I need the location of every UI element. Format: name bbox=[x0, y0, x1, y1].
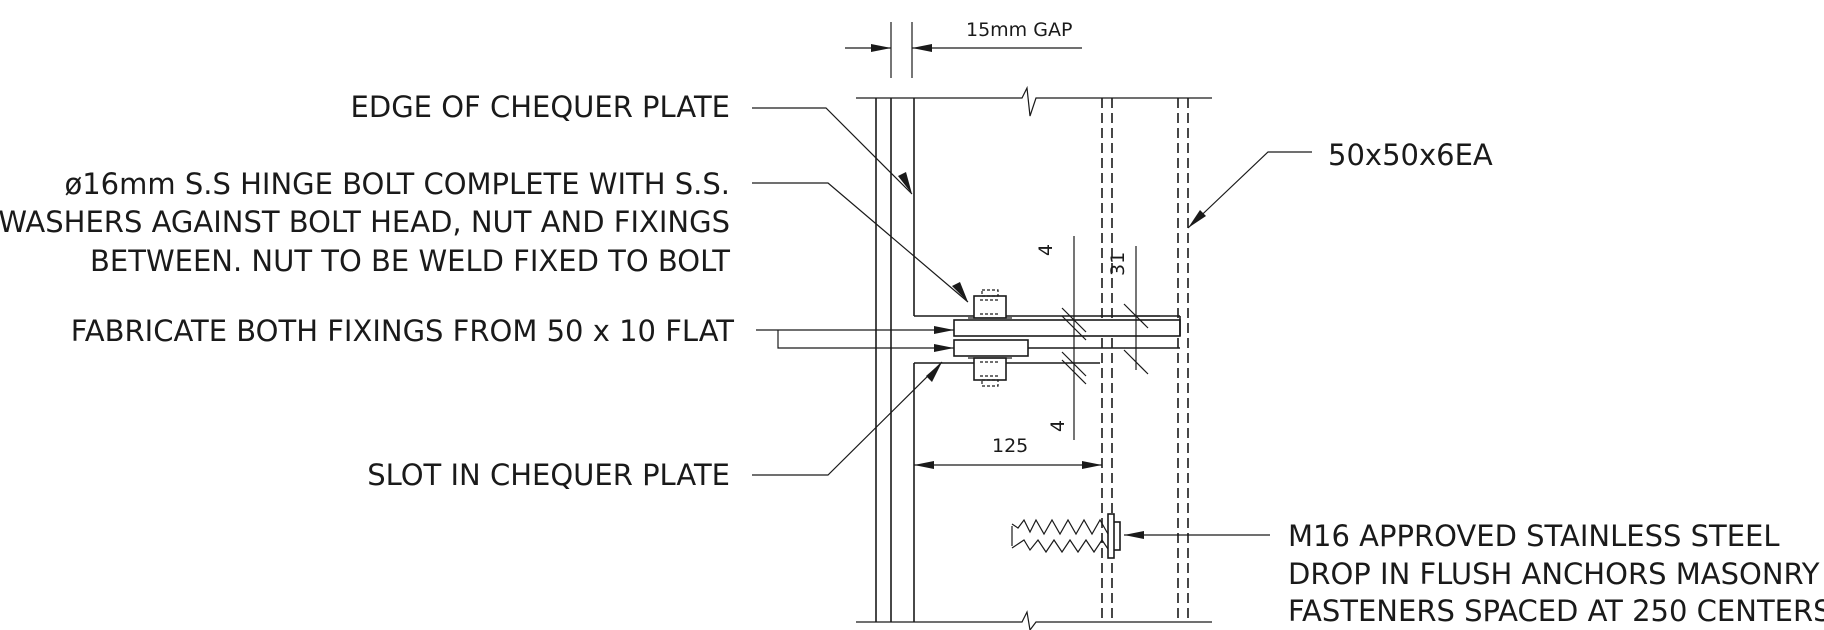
gap-dimension: 15mm GAP bbox=[845, 19, 1082, 78]
annotation-edge-of-plate: EDGE OF CHEQUER PLATE bbox=[351, 90, 913, 195]
annotation-anchor: M16 APPROVED STAINLESS STEEL DROP IN FLU… bbox=[1124, 519, 1824, 628]
dimension-125: 125 bbox=[914, 435, 1102, 469]
label-edge-of-chequer-plate: EDGE OF CHEQUER PLATE bbox=[351, 90, 730, 124]
label-hinge-bolt-line2: WASHERS AGAINST BOLT HEAD, NUT AND FIXIN… bbox=[0, 205, 730, 239]
label-fabricate-fixings: FABRICATE BOTH FIXINGS FROM 50 x 10 FLAT bbox=[71, 314, 735, 348]
label-hinge-bolt-line1: ø16mm S.S HINGE BOLT COMPLETE WITH S.S. bbox=[64, 167, 730, 201]
label-anchor-line1: M16 APPROVED STAINLESS STEEL bbox=[1288, 519, 1780, 553]
label-anchor-line3: FASTENERS SPACED AT 250 CENTERS bbox=[1288, 594, 1824, 628]
masonry-anchor bbox=[1011, 513, 1121, 559]
dim-125-text: 125 bbox=[992, 435, 1028, 457]
label-hinge-bolt-line3: BETWEEN. NUT TO BE WELD FIXED TO BOLT bbox=[90, 244, 730, 278]
label-angle-section: 50x50x6EA bbox=[1328, 138, 1493, 172]
label-anchor-line2: DROP IN FLUSH ANCHORS MASONRY bbox=[1288, 557, 1820, 591]
dim-upper-4: 4 bbox=[1035, 244, 1057, 256]
hinge-bolt bbox=[968, 289, 1012, 387]
vertical-dimensions: 4 4 31 bbox=[1035, 236, 1160, 440]
annotation-angle: 50x50x6EA bbox=[1187, 138, 1493, 229]
annotation-hinge-bolt: ø16mm S.S HINGE BOLT COMPLETE WITH S.S. … bbox=[0, 167, 969, 303]
fixing-flats bbox=[953, 316, 1181, 357]
bottom-break-line bbox=[856, 610, 1212, 630]
annotation-fabricate-fixings: FABRICATE BOTH FIXINGS FROM 50 x 10 FLAT bbox=[71, 314, 954, 352]
label-slot-in-chequer-plate: SLOT IN CHEQUER PLATE bbox=[367, 458, 730, 492]
dim-31: 31 bbox=[1107, 252, 1129, 276]
top-break-line bbox=[856, 85, 1212, 117]
annotation-slot: SLOT IN CHEQUER PLATE bbox=[367, 361, 943, 492]
gap-dimension-text: 15mm GAP bbox=[966, 19, 1072, 41]
dim-lower-4: 4 bbox=[1047, 420, 1069, 432]
